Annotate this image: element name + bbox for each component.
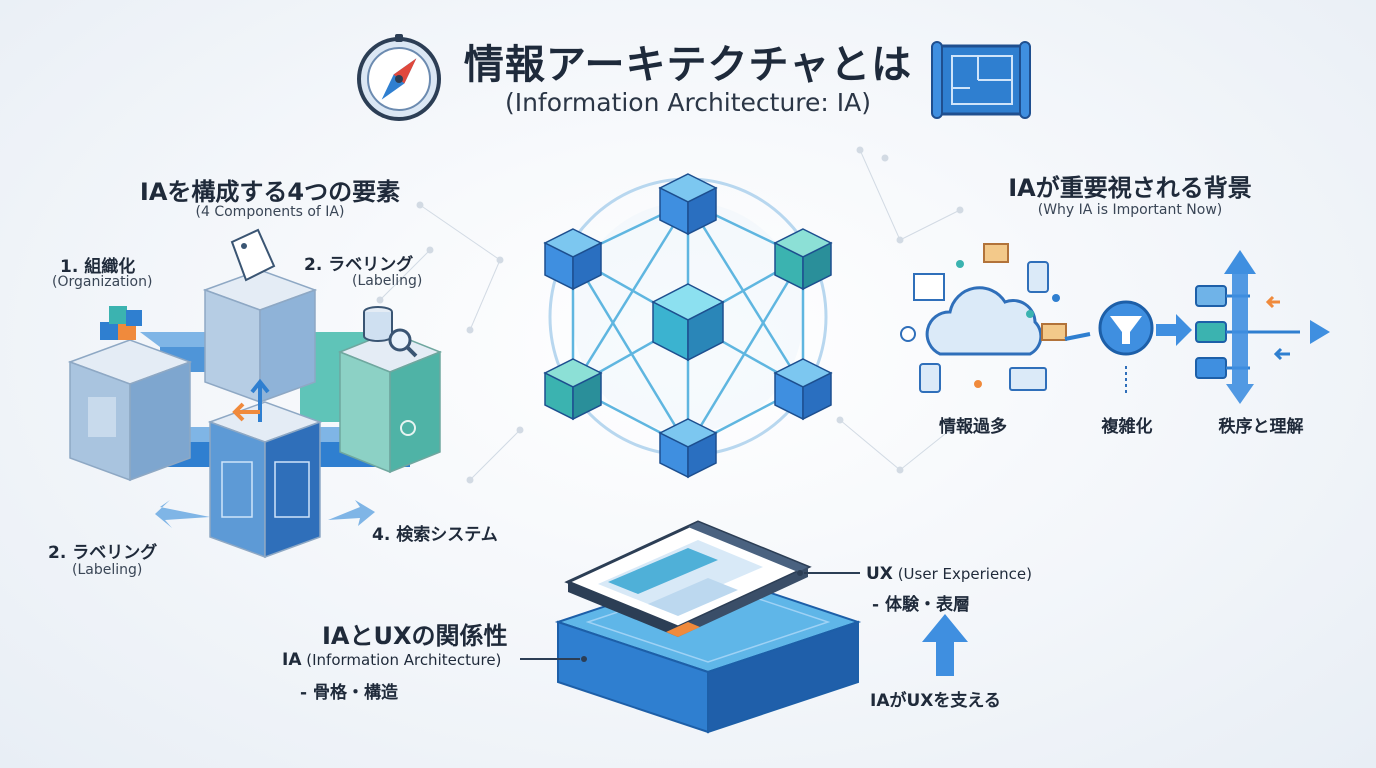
component-4-label: 4. 検索システム bbox=[372, 525, 498, 545]
ux-desc: - 体験・表層 bbox=[872, 595, 970, 615]
support-label: IAがUXを支える bbox=[870, 691, 1001, 711]
database-icon bbox=[363, 306, 393, 342]
ia-desc: - 骨格・構造 bbox=[300, 683, 398, 703]
magnifier-icon bbox=[388, 328, 418, 358]
ux-label-row: UX (User Experience) bbox=[866, 564, 1032, 584]
ux-connector bbox=[797, 570, 860, 576]
components-subheading: (4 Components of IA) bbox=[195, 204, 345, 220]
ux-label: UX bbox=[866, 564, 893, 584]
tag-icon bbox=[230, 228, 276, 282]
page-title: 情報アーキテクチャとは bbox=[463, 42, 913, 88]
compass-icon bbox=[357, 34, 441, 121]
ux-en: (User Experience) bbox=[897, 565, 1033, 583]
ia-en: (Information Architecture) bbox=[306, 651, 502, 669]
background-subheading: (Why IA is Important Now) bbox=[1037, 202, 1223, 218]
background-heading: IAが重要視される背景 bbox=[1008, 174, 1252, 202]
blueprint-icon bbox=[931, 41, 1031, 119]
step-3-label: 秩序と理解 bbox=[1218, 417, 1304, 437]
relation-heading: IAとUXの関係性 bbox=[322, 622, 508, 650]
component-1-label: 1. 組織化 bbox=[60, 257, 136, 277]
ia-connector bbox=[520, 656, 587, 662]
step-2-label: 複雑化 bbox=[1101, 417, 1153, 437]
cloud-icon bbox=[925, 286, 1043, 356]
page-subtitle: (Information Architecture: IA) bbox=[504, 88, 872, 117]
component-3-label: 2. ラベリング bbox=[48, 543, 158, 563]
component-1-sub: (Organization) bbox=[52, 274, 153, 290]
components-heading: IAを構成する4つの要素 bbox=[139, 178, 401, 206]
components-diagram bbox=[67, 228, 443, 559]
funnel-icon bbox=[1098, 300, 1154, 356]
support-arrow-icon bbox=[922, 614, 968, 676]
step-1-label: 情報過多 bbox=[939, 417, 1007, 437]
ia-label: IA bbox=[282, 650, 302, 670]
ia-label-row: IA (Information Architecture) bbox=[282, 650, 501, 670]
component-2-label: 2. ラベリング bbox=[304, 255, 414, 275]
background-flow bbox=[900, 243, 1330, 404]
component-2-sub: (Labeling) bbox=[352, 273, 423, 289]
ia-ux-platform bbox=[554, 520, 862, 734]
cube-network bbox=[543, 173, 833, 479]
component-3-sub: (Labeling) bbox=[72, 562, 143, 578]
